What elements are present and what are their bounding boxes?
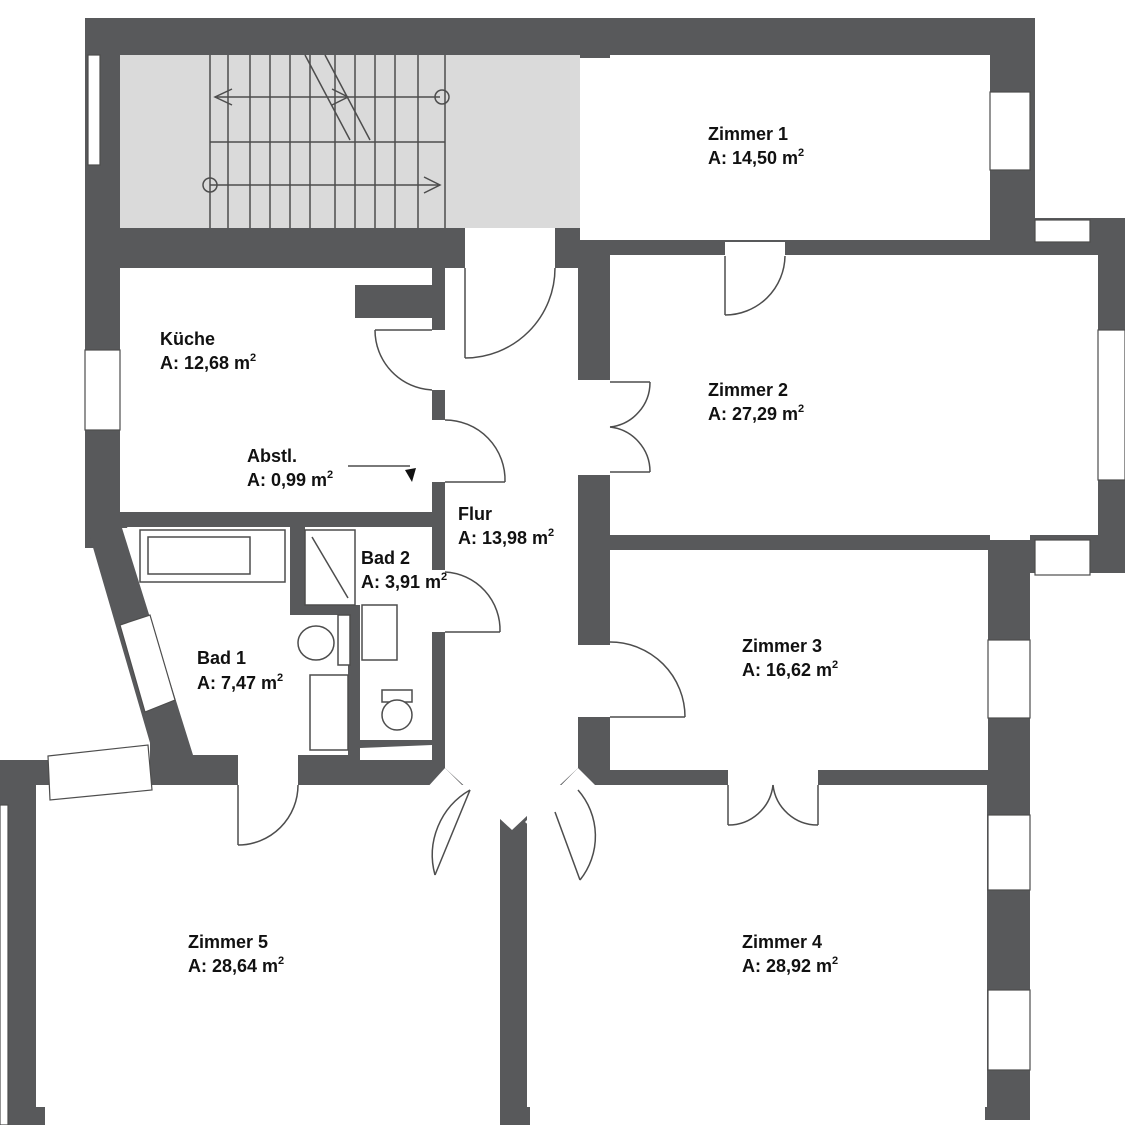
zimmer3-name: Zimmer 3 [742,636,822,656]
zimmer2-area: A: 27,29 m2 [708,403,804,424]
flur-area: A: 13,98 m2 [458,527,554,548]
zimmer1-name: Zimmer 1 [708,124,788,144]
doors [237,228,819,881]
windows [0,91,1125,1125]
zimmer4-name: Zimmer 4 [742,932,822,952]
bad2-name: Bad 2 [361,548,410,568]
abstl-area: A: 0,99 m2 [247,469,333,490]
zimmer5-area: A: 28,64 m2 [188,955,284,976]
zimmer1-area: A: 14,50 m2 [708,147,804,168]
zimmer5-name: Zimmer 5 [188,932,268,952]
zimmer2-name: Zimmer 2 [708,380,788,400]
zimmer3-area: A: 16,62 m2 [742,659,838,680]
room-labels: Zimmer 1 A: 14,50 m2 Zimmer 2 A: 27,29 m… [160,124,838,976]
bad2-area: A: 3,91 m2 [361,571,447,592]
room-floors [36,55,1098,1107]
flur-name: Flur [458,504,492,524]
kueche-area: A: 12,68 m2 [160,352,256,373]
abstl-name: Abstl. [247,446,297,466]
stairwell [87,54,450,228]
fixtures [139,529,413,751]
kueche-name: Küche [160,329,215,349]
bad1-name: Bad 1 [197,648,246,668]
zimmer4-area: A: 28,92 m2 [742,955,838,976]
bad1-area: A: 7,47 m2 [197,672,283,693]
